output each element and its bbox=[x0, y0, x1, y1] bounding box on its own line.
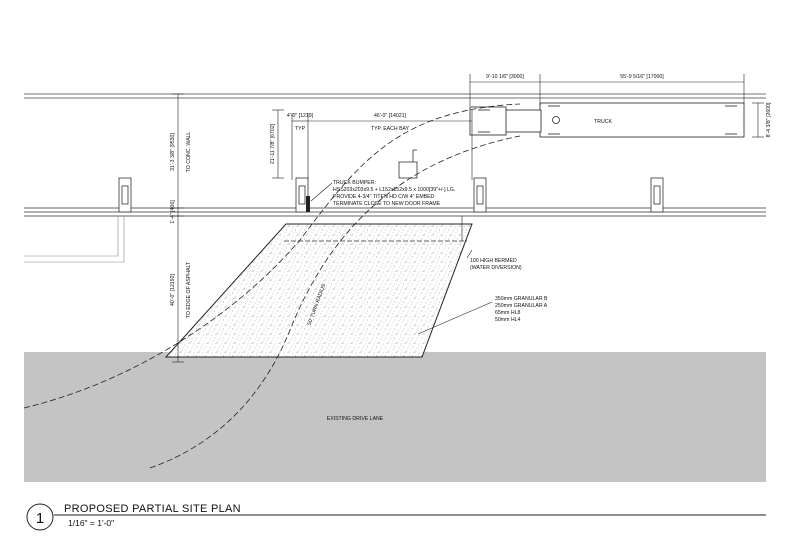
svg-text:250mm GRANULAR A: 250mm GRANULAR A bbox=[495, 303, 548, 309]
svg-text:(WATER DIVERSION): (WATER DIVERSION) bbox=[470, 265, 522, 271]
top-wall-lines bbox=[24, 93, 766, 99]
door-columns bbox=[118, 177, 664, 213]
svg-text:50mm HL4: 50mm HL4 bbox=[495, 317, 520, 323]
granular-pad bbox=[164, 223, 473, 358]
svg-text:PROVIDE 4-3/4" TITEN HD C/W 4": PROVIDE 4-3/4" TITEN HD C/W 4" EMBED bbox=[333, 194, 435, 200]
dim-left-vertical-lower: 40'-0" [12192] bbox=[170, 273, 176, 306]
svg-text:TERMINATE CLOSE TO NEW DOOR FR: TERMINATE CLOSE TO NEW DOOR FRAME bbox=[333, 201, 441, 207]
label-existing-drive-lane: EXISTING DRIVE LANE bbox=[327, 416, 384, 422]
dim-left-vertical: 31'-3 3/8" [9530] bbox=[170, 133, 176, 171]
drawing-number-circle bbox=[26, 503, 54, 531]
truck bbox=[469, 102, 745, 138]
dim-bay-wide: 46'-0" [14021] bbox=[374, 113, 407, 119]
dim-bay-small: 4'-0" [1219] bbox=[287, 113, 314, 119]
svg-text:HSS203x203x9.5 + L152x152x9.5: HSS203x203x9.5 + L152x152x9.5 x 1000[39"… bbox=[333, 187, 455, 193]
bumper-note: TRUCK BUMPER: HSS203x203x9.5 + L152x152x… bbox=[333, 180, 455, 207]
svg-text:65mm HL8: 65mm HL8 bbox=[495, 310, 520, 316]
granular-note: 350mm GRANULAR B 250mm GRANULAR A 65mm H… bbox=[495, 296, 548, 323]
dim-top-short: 9'-10 1/6" [3000] bbox=[486, 74, 524, 80]
truck-bumper bbox=[306, 196, 310, 212]
dimension-lines bbox=[172, 74, 764, 363]
svg-text:350mm GRANULAR B: 350mm GRANULAR B bbox=[495, 296, 548, 302]
label-to-conc-wall: TO CONC. WALL bbox=[186, 132, 192, 173]
label-typ: TYP bbox=[295, 126, 306, 132]
svg-text:100 HIGH BERMED: 100 HIGH BERMED bbox=[470, 258, 517, 264]
dim-top-long: 55'-9 5/16" [17000] bbox=[620, 74, 664, 80]
asphalt-area bbox=[24, 352, 766, 482]
drawing-number: 1 bbox=[36, 510, 44, 527]
leader-lines bbox=[310, 182, 493, 335]
dim-bay-height: 21'-11 7/8" [6702] bbox=[270, 123, 276, 164]
label-truck: TRUCK bbox=[594, 119, 612, 125]
label-to-edge-asphalt: TO EDGE OF ASPHALT bbox=[186, 261, 192, 318]
turn-paths bbox=[23, 103, 521, 469]
dim-left-vertical-small: 1'-4" [406] bbox=[170, 200, 176, 224]
drawing-scale: 1/16" = 1'-0" bbox=[68, 518, 114, 528]
berm-note: 100 HIGH BERMED (WATER DIVERSION) bbox=[470, 258, 522, 271]
equipment-icon bbox=[398, 149, 418, 179]
label-typ-each-bay: TYP. EACH BAY bbox=[371, 126, 410, 132]
drawing-title: PROPOSED PARTIAL SITE PLAN bbox=[64, 503, 241, 515]
title-block: 1 PROPOSED PARTIAL SITE PLAN 1/16" = 1'-… bbox=[26, 503, 766, 531]
left-corner-detail bbox=[24, 216, 119, 257]
svg-text:TRUCK BUMPER:: TRUCK BUMPER: bbox=[333, 180, 376, 186]
dim-right-vertical: 8'-4 3/8" [2600] bbox=[766, 102, 772, 137]
building-wall bbox=[24, 207, 766, 217]
